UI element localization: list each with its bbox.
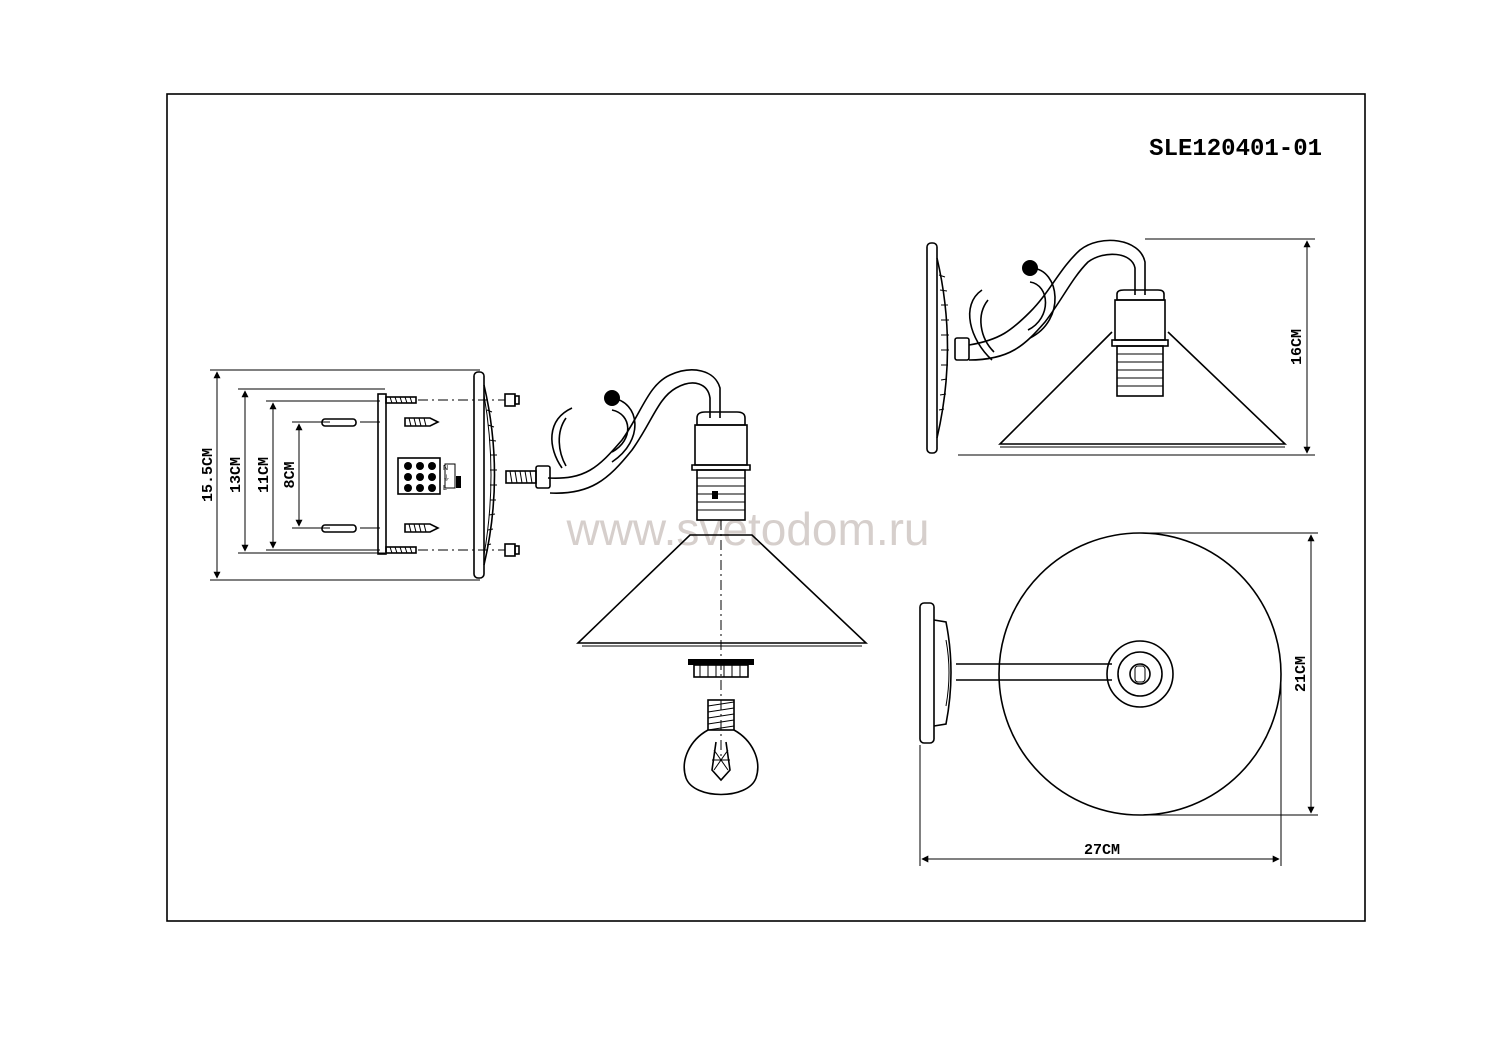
- mounting-plate-view: 15.5CM 13CM 11CM 8CM: [200, 369, 520, 581]
- threaded-nipple: [505, 465, 551, 489]
- dim-label-27: 27CM: [1084, 842, 1120, 859]
- dim-label-11: 11CM: [256, 457, 273, 493]
- lamp-arm: [547, 369, 721, 479]
- dim-label-21: 21CM: [1293, 656, 1310, 692]
- top-screw: [385, 393, 520, 407]
- decorative-curl: [551, 407, 573, 469]
- dim-label-13: 13CM: [228, 457, 245, 493]
- cone-shade: [576, 534, 869, 647]
- terminal-letter-l: L: [443, 485, 447, 492]
- front-view: 21CM 27CM: [919, 532, 1318, 866]
- shade-disc: [998, 532, 1282, 816]
- decorative-ball: [604, 390, 620, 406]
- dim-label-8: 8CM: [282, 461, 299, 488]
- model-number: SLE120401-01: [1149, 136, 1322, 163]
- wall-anchor-top: [321, 417, 440, 427]
- retaining-ring: [688, 659, 754, 678]
- bottom-screw: [385, 543, 520, 557]
- dim-label-15-5: 15.5CM: [200, 448, 217, 502]
- dim-label-16: 16CM: [1289, 329, 1306, 365]
- exploded-lamp-view: [547, 369, 869, 796]
- drawing-frame: [166, 93, 1366, 922]
- mounting-bracket: [377, 393, 387, 555]
- light-bulb: [683, 699, 759, 796]
- terminal-letter-n: N: [443, 465, 448, 472]
- watermark: www.svetodom.ru: [565, 503, 929, 555]
- terminal-letter-ground: ⏚: [443, 474, 450, 482]
- wall-anchor-bottom: [321, 523, 440, 533]
- side-view: 16CM: [926, 238, 1315, 456]
- terminal-block: N ⏚ L: [397, 457, 461, 495]
